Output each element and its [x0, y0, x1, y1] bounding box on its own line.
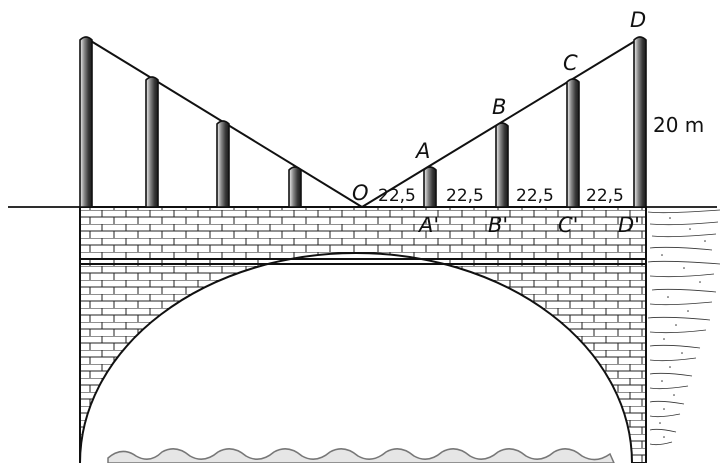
pillar-a — [423, 166, 437, 208]
terrain-dots — [659, 217, 706, 438]
segment-label-cd: 22,5 — [586, 186, 624, 206]
label-c-prime: C' — [558, 213, 578, 237]
pillar-c — [566, 78, 580, 208]
terrain-hatching — [647, 209, 721, 446]
label-b-prime: B' — [488, 213, 508, 237]
left-pillars — [79, 36, 302, 208]
pillar-d — [633, 36, 647, 208]
right-pillars — [423, 36, 647, 208]
label-a-prime: A' — [417, 213, 439, 237]
segment-label-bc: 22,5 — [516, 186, 554, 206]
water-waves — [107, 448, 615, 463]
pillar — [79, 36, 93, 208]
label-d-prime: D' — [618, 213, 640, 237]
label-d: D — [630, 8, 646, 32]
pillar — [288, 166, 302, 208]
label-o: O — [352, 181, 369, 205]
height-label: 20 m — [653, 113, 704, 137]
pillar — [216, 120, 230, 208]
label-c: C — [563, 51, 578, 75]
pillar — [145, 76, 159, 208]
pillar-b — [495, 122, 509, 208]
bridge-masonry — [79, 206, 647, 463]
label-a: A — [414, 139, 430, 163]
label-b: B — [492, 95, 506, 119]
segment-label-oa: 22,5 — [378, 186, 416, 206]
segment-label-ab: 22,5 — [446, 186, 484, 206]
